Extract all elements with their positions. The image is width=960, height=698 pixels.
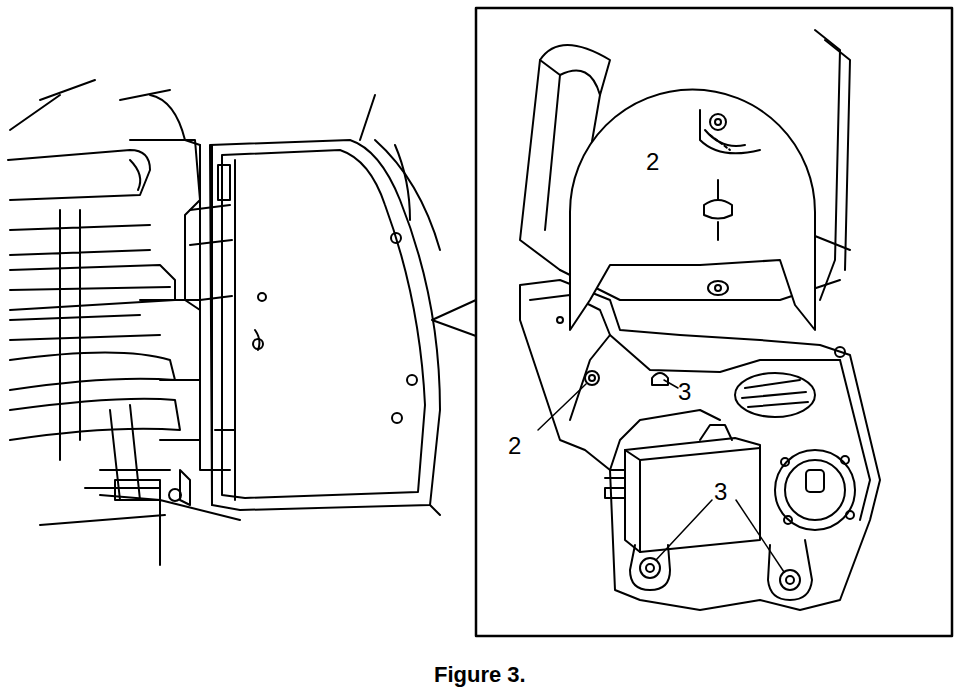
callout-number: 3 bbox=[678, 380, 691, 404]
callout-number: 3 bbox=[714, 480, 727, 504]
callout-number: 2 bbox=[646, 150, 659, 174]
callout-number: 2 bbox=[508, 434, 521, 458]
figure-caption: Figure 3. bbox=[434, 664, 526, 686]
